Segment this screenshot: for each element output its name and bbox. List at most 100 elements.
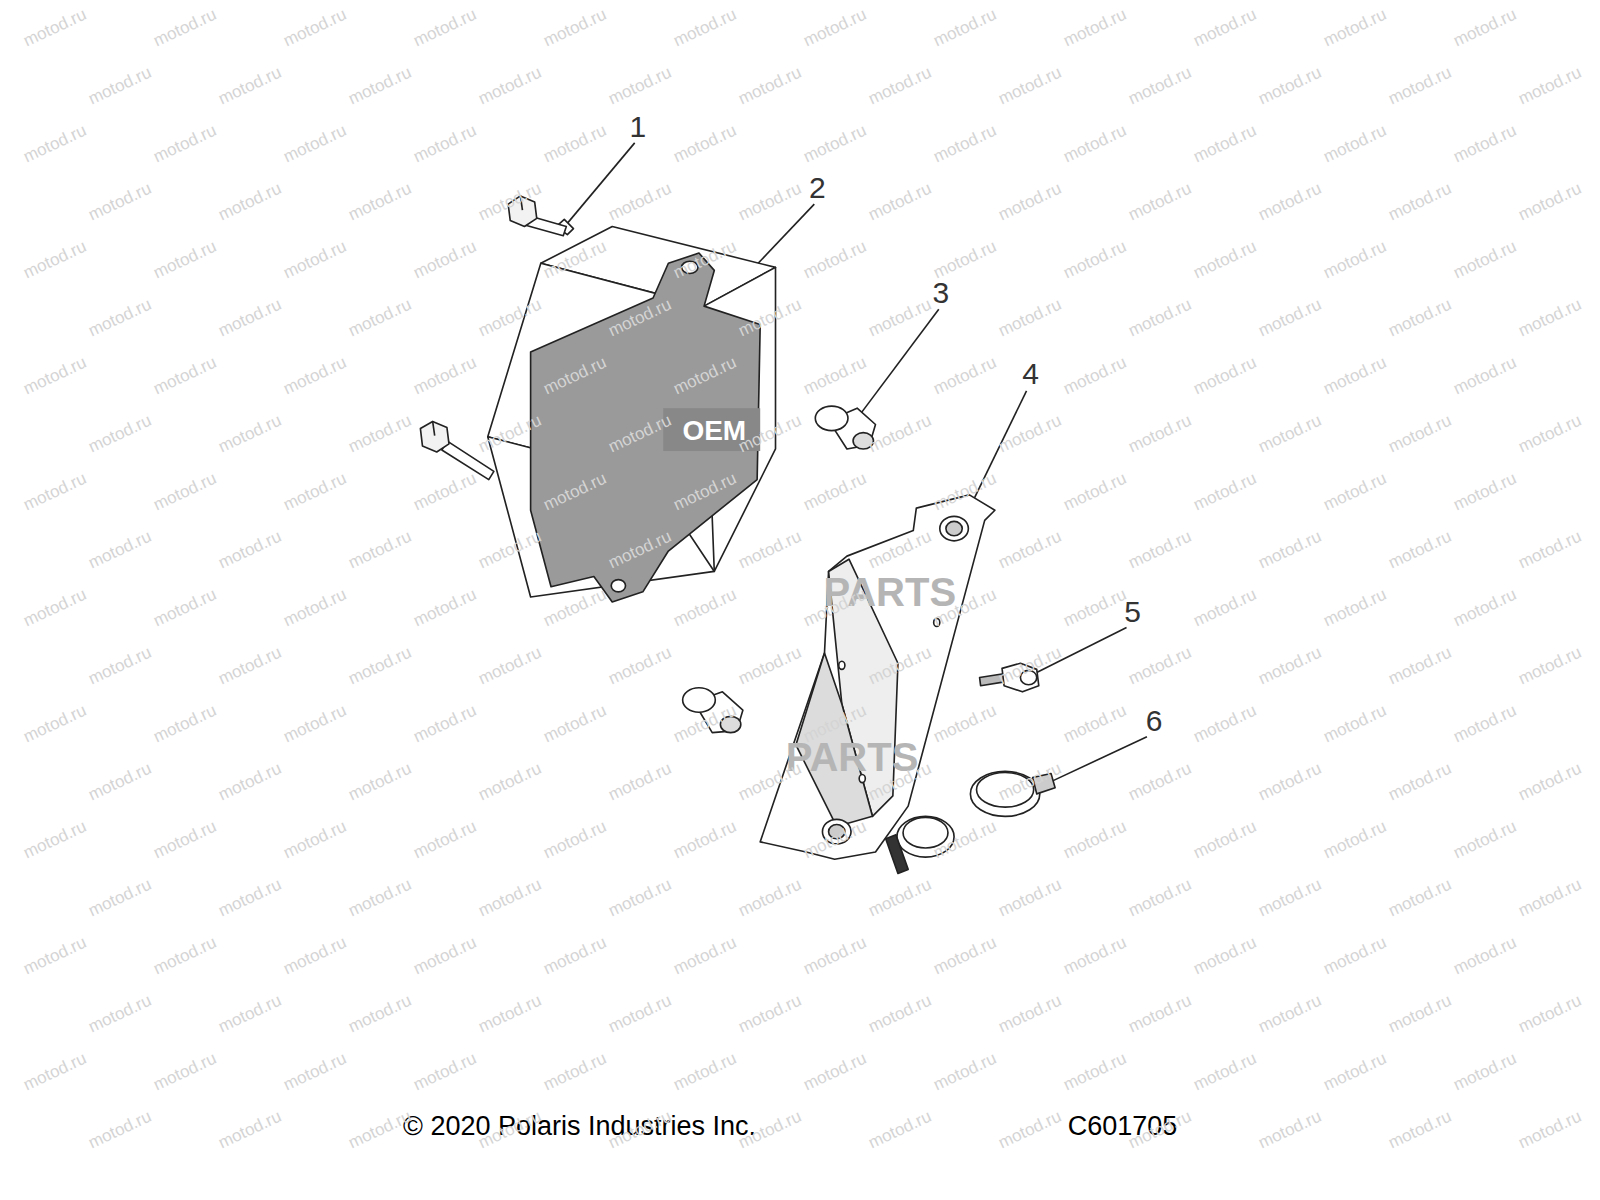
watermark: motod.ru — [85, 759, 154, 805]
watermark: motod.ru — [280, 701, 349, 747]
watermark: motod.ru — [85, 991, 154, 1037]
watermark: motod.ru — [1190, 5, 1259, 51]
watermark: motod.ru — [1450, 469, 1519, 515]
watermark: motod.ru — [1385, 991, 1454, 1037]
watermark: motod.ru — [1255, 63, 1324, 109]
watermark: motod.ru — [1190, 469, 1259, 515]
watermark: motod.ru — [85, 63, 154, 109]
watermark: motod.ru — [865, 875, 934, 921]
watermark: motod.ru — [1125, 759, 1194, 805]
watermark: motod.ru — [800, 121, 869, 167]
watermark: motod.ru — [150, 5, 219, 51]
watermark: motod.ru — [1255, 759, 1324, 805]
copyright-note: © 2020 Polaris Industries Inc. — [403, 1110, 756, 1141]
watermark: motod.ru — [345, 411, 414, 457]
watermark: motod.ru — [1515, 179, 1584, 225]
watermark: motod.ru — [735, 875, 804, 921]
watermark: motod.ru — [540, 5, 609, 51]
watermark: motod.ru — [930, 933, 999, 979]
watermark: motod.ru — [280, 237, 349, 283]
watermark: motod.ru — [930, 1049, 999, 1095]
watermark: motod.ru — [215, 1107, 284, 1153]
watermark: motod.ru — [1125, 991, 1194, 1037]
watermark: motod.ru — [1385, 1107, 1454, 1153]
watermark: motod.ru — [150, 585, 219, 631]
watermark: motod.ru — [280, 469, 349, 515]
watermark: motod.ru — [995, 179, 1064, 225]
watermark: motod.ru — [20, 469, 89, 515]
watermark: motod.ru — [1385, 63, 1454, 109]
watermark: motod.ru — [1450, 5, 1519, 51]
watermark: motod.ru — [20, 817, 89, 863]
watermark: motod.ru — [1255, 643, 1324, 689]
watermark: motod.ru — [1320, 353, 1389, 399]
watermark: motod.ru — [800, 237, 869, 283]
watermark: motod.ru — [215, 295, 284, 341]
watermark: motod.ru — [215, 875, 284, 921]
watermark: motod.ru — [280, 121, 349, 167]
watermark: motod.ru — [1190, 1049, 1259, 1095]
watermark: motod.ru — [1190, 585, 1259, 631]
watermark: motod.ru — [1320, 5, 1389, 51]
callout-number: 1 — [629, 110, 646, 144]
watermark: motod.ru — [735, 991, 804, 1037]
watermark: motod.ru — [670, 817, 739, 863]
watermark: motod.ru — [345, 759, 414, 805]
watermark: motod.ru — [1515, 63, 1584, 109]
watermark: motod.ru — [1320, 469, 1389, 515]
watermark: motod.ru — [1515, 759, 1584, 805]
watermark: motod.ru — [20, 237, 89, 283]
watermark: motod.ru — [475, 63, 544, 109]
watermark: motod.ru — [1060, 353, 1129, 399]
watermark: motod.ru — [800, 5, 869, 51]
watermark: motod.ru — [1320, 237, 1389, 283]
watermark: motod.ru — [995, 527, 1064, 573]
watermark: motod.ru — [85, 295, 154, 341]
watermark: motod.ru — [1385, 643, 1454, 689]
watermark: motod.ru — [410, 701, 479, 747]
watermark: motod.ru — [150, 701, 219, 747]
watermark: motod.ru — [345, 875, 414, 921]
watermark: motod.ru — [1385, 527, 1454, 573]
watermark: motod.ru — [1060, 585, 1129, 631]
watermark: motod.ru — [605, 179, 674, 225]
watermark: motod.ru — [1125, 63, 1194, 109]
watermark: motod.ru — [735, 527, 804, 573]
watermark: motod.ru — [605, 759, 674, 805]
watermark: motod.ru — [605, 643, 674, 689]
watermark: motod.ru — [930, 353, 999, 399]
watermark: motod.ru — [1450, 933, 1519, 979]
watermark: motod.ru — [1060, 469, 1129, 515]
watermark: motod.ru — [345, 179, 414, 225]
watermark: motod.ru — [1320, 121, 1389, 167]
watermark: motod.ru — [670, 933, 739, 979]
watermark: motod.ru — [85, 411, 154, 457]
watermark: motod.ru — [1515, 991, 1584, 1037]
watermark: motod.ru — [215, 527, 284, 573]
watermark: motod.ru — [475, 759, 544, 805]
watermark: motod.ru — [1255, 527, 1324, 573]
mounting-bracket — [760, 495, 995, 859]
watermark: motod.ru — [150, 1049, 219, 1095]
watermark: motod.ru — [85, 643, 154, 689]
watermark: motod.ru — [1515, 527, 1584, 573]
watermark: motod.ru — [1450, 817, 1519, 863]
watermark: motod.ru — [410, 933, 479, 979]
watermark: motod.ru — [1450, 585, 1519, 631]
watermark: motod.ru — [215, 179, 284, 225]
watermark: motod.ru — [410, 469, 479, 515]
watermark: motod.ru — [150, 353, 219, 399]
watermark: motod.ru — [150, 121, 219, 167]
watermark: motod.ru — [995, 1107, 1064, 1153]
watermark: motod.ru — [995, 991, 1064, 1037]
watermark: motod.ru — [995, 295, 1064, 341]
watermark: motod.ru — [1190, 237, 1259, 283]
leader-line — [1051, 737, 1147, 782]
watermark: motod.ru — [800, 933, 869, 979]
watermark: motod.ru — [670, 1049, 739, 1095]
watermark: motod.ru — [150, 237, 219, 283]
watermark: motod.ru — [20, 121, 89, 167]
watermark: motod.ru — [1450, 237, 1519, 283]
watermark: motod.ru — [930, 237, 999, 283]
watermark: motod.ru — [475, 875, 544, 921]
